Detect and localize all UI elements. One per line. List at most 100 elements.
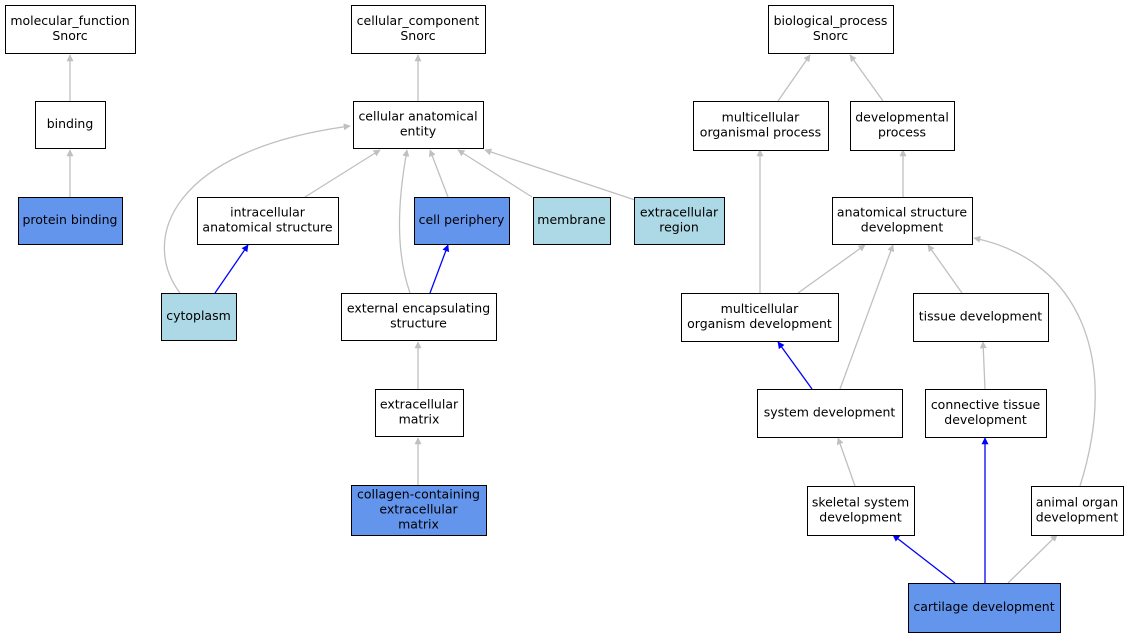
node-label-line: structure	[390, 316, 447, 331]
node-box	[197, 197, 339, 245]
node-box	[908, 583, 1061, 633]
edge-cell-periphery-to-cellular-anatomical-entity	[428, 149, 449, 198]
node-label-line: matrix	[399, 412, 440, 427]
node-label-line: Snorc	[813, 28, 848, 43]
node-label-line: extracellular	[379, 502, 458, 517]
node-box	[913, 293, 1049, 342]
node-cytoplasm[interactable]: cytoplasm	[161, 293, 237, 341]
node-label-line: Snorc	[400, 28, 435, 43]
edge-system-development-to-anatomical-structure-development	[839, 244, 895, 390]
node-label-line: collagen-containing	[357, 487, 480, 502]
node-label-line: extracellular	[640, 205, 719, 220]
node-label-line: connective tissue	[931, 397, 1041, 412]
edge-extracellular-region-to-cellular-anatomical-entity	[484, 148, 636, 201]
node-box	[414, 197, 510, 245]
node-box	[351, 5, 486, 54]
node-membrane[interactable]: membrane	[533, 197, 611, 245]
node-box	[533, 197, 611, 245]
edge-animal-organ-development-to-anatomical-structure-development	[973, 235, 1096, 487]
node-binding[interactable]: binding	[35, 101, 106, 149]
edge-intracellular-anatomical-structure-to-cellular-anatomical-entity	[304, 149, 381, 198]
node-label-line: membrane	[537, 212, 606, 227]
edge-external-encapsulating-structure-to-cell-periphery	[429, 244, 450, 294]
node-label-line: multicellular	[722, 110, 801, 125]
node-label-line: organismal process	[700, 125, 821, 140]
node-label-line: intracellular	[230, 205, 306, 220]
node-box	[925, 389, 1047, 438]
node-tissue-development[interactable]: tissue development	[913, 293, 1049, 342]
edge-cytoplasm-to-cellular-anatomical-entity	[163, 123, 351, 294]
node-box	[807, 486, 915, 536]
node-label-line: cartilage development	[913, 599, 1054, 614]
node-label-line: binding	[47, 116, 94, 131]
node-label-line: system development	[764, 405, 896, 420]
node-box	[1031, 486, 1124, 536]
node-label-line: biological_process	[774, 13, 888, 28]
node-label-line: development	[1036, 510, 1119, 525]
node-label-line: anatomical structure	[202, 220, 332, 235]
node-box	[681, 293, 839, 342]
edge-external-encapsulating-structure-to-cellular-anatomical-entity	[398, 149, 411, 294]
node-label-line: region	[659, 220, 699, 235]
node-box	[634, 197, 725, 245]
node-label-line: multicellular	[721, 301, 800, 316]
node-label-line: organism development	[687, 316, 832, 331]
node-label-line: skeletal system	[812, 495, 909, 510]
node-label-line: matrix	[398, 517, 439, 532]
edge-cartilage-development-to-animal-organ-development	[1007, 534, 1058, 584]
node-label-line: animal organ	[1036, 495, 1118, 510]
node-protein-binding[interactable]: protein binding	[18, 197, 123, 245]
node-box	[693, 101, 829, 151]
node-cell-periphery[interactable]: cell periphery	[414, 197, 510, 245]
edge-tissue-development-to-anatomical-structure-development	[927, 244, 963, 294]
node-label-line: process	[878, 125, 926, 140]
edge-system-development-to-multicellular-organism-development	[777, 341, 813, 390]
node-label-line: molecular_function	[10, 13, 129, 28]
node-label-line: external encapsulating	[347, 301, 490, 316]
node-box	[757, 389, 903, 438]
node-label-line: tissue development	[919, 309, 1043, 324]
node-label-line: entity	[400, 124, 437, 139]
edge-developmental-process-to-bp-root	[849, 54, 884, 102]
edges-layer	[66, 54, 1096, 584]
edge-connective-tissue-development-to-tissue-development	[979, 341, 987, 390]
node-label-line: protein binding	[22, 212, 117, 227]
node-box	[5, 5, 136, 54]
node-box	[351, 485, 487, 536]
node-system-development[interactable]: system development	[757, 389, 903, 438]
node-label-line: development	[861, 220, 944, 235]
edge-cytoplasm-to-intracellular-anatomical-structure	[214, 244, 249, 294]
node-cartilage-development[interactable]: cartilage development	[908, 583, 1061, 633]
node-label-line: extracellular	[380, 397, 459, 412]
edge-membrane-to-cellular-anatomical-entity	[457, 149, 533, 198]
edge-skeletal-system-development-to-system-development	[836, 437, 856, 487]
node-label-line: Snorc	[52, 28, 87, 43]
node-label-line: anatomical structure	[837, 205, 967, 220]
node-box	[341, 293, 497, 341]
node-box	[832, 197, 973, 245]
edge-multicellular-organismal-process-to-bp-root	[777, 54, 811, 102]
node-box	[375, 389, 464, 437]
node-label-line: cell periphery	[419, 212, 505, 227]
node-label-line: cellular_component	[357, 13, 480, 28]
node-box	[850, 101, 955, 151]
node-box	[353, 101, 484, 149]
